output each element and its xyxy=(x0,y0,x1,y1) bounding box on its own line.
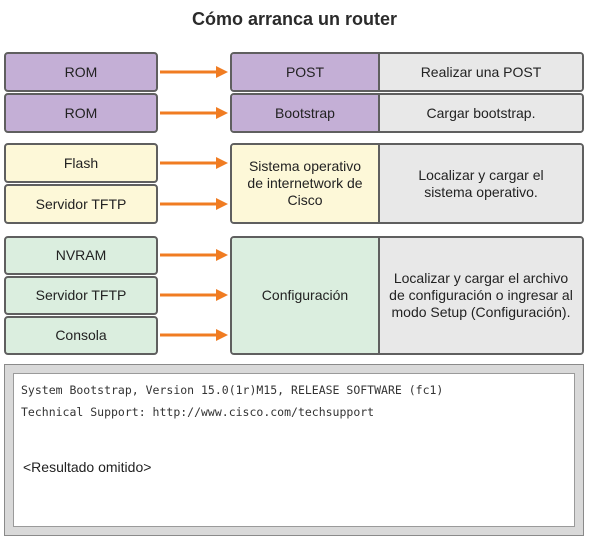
stage-row-post: POST Realizar una POST xyxy=(230,52,584,92)
stage-post: POST xyxy=(232,54,380,90)
action-config: Localizar y cargar el archivo de configu… xyxy=(380,238,582,353)
source-nvram: NVRAM xyxy=(4,236,158,275)
stage-row-config: Configuración Localizar y cargar el arch… xyxy=(230,236,584,355)
source-console: Consola xyxy=(4,316,158,355)
arrow-icon xyxy=(158,66,230,78)
arrow-icon xyxy=(158,157,230,169)
diagram-title: Cómo arranca un router xyxy=(191,9,398,29)
arrow-icon xyxy=(158,289,230,301)
stage-row-os: Sistema operativo de internetwork de Cis… xyxy=(230,143,584,224)
console-line-bootstrap: System Bootstrap, Version 15.0(1r)M15, R… xyxy=(21,383,444,397)
stage-bootstrap: Bootstrap xyxy=(232,95,380,131)
console-frame: System Bootstrap, Version 15.0(1r)M15, R… xyxy=(4,364,584,536)
stage-config: Configuración xyxy=(232,238,380,353)
console-omitted: <Resultado omitido> xyxy=(23,459,152,475)
arrow-icon xyxy=(158,249,230,261)
source-tftp-config: Servidor TFTP xyxy=(4,276,158,315)
stage-row-bootstrap: Bootstrap Cargar bootstrap. xyxy=(230,93,584,133)
action-bootstrap: Cargar bootstrap. xyxy=(380,95,582,131)
source-flash: Flash xyxy=(4,143,158,183)
arrow-icon xyxy=(158,329,230,341)
arrow-icon xyxy=(158,107,230,119)
source-rom-post: ROM xyxy=(4,52,158,92)
console-line-support: Technical Support: http://www.cisco.com/… xyxy=(21,405,375,419)
console-output: System Bootstrap, Version 15.0(1r)M15, R… xyxy=(13,373,575,527)
action-post: Realizar una POST xyxy=(380,54,582,90)
source-tftp-os: Servidor TFTP xyxy=(4,184,158,224)
stage-os: Sistema operativo de internetwork de Cis… xyxy=(232,145,380,222)
source-rom-bootstrap: ROM xyxy=(4,93,158,133)
action-os: Localizar y cargar el sistema operativo. xyxy=(380,145,582,222)
arrow-icon xyxy=(158,198,230,210)
